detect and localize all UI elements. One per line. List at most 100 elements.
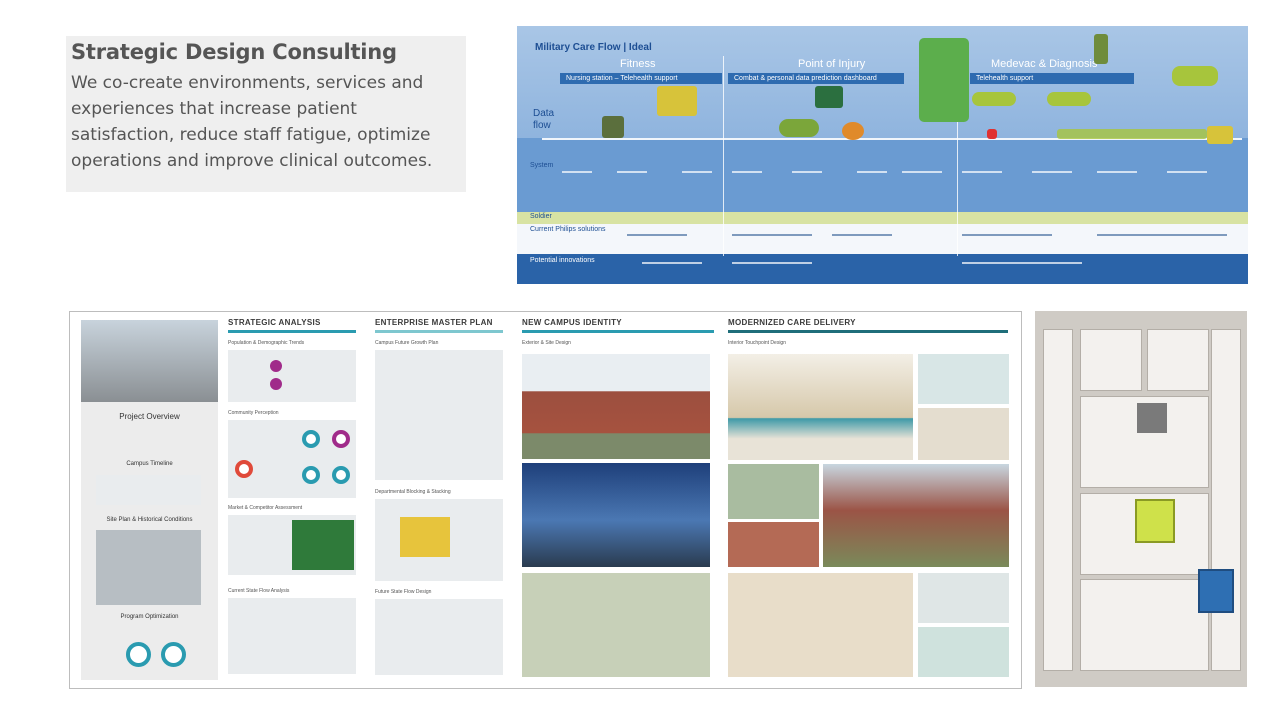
perception-ring-chart [302,430,320,448]
courtyard-rendering [728,464,819,519]
pilot-illustration [1094,34,1108,64]
column-rule [728,330,1008,333]
blocking-subheading: Departmental Blocking & Stacking [375,489,451,495]
intro-description: We co-create environments, services and … [71,73,433,171]
perception-ring-chart [302,466,320,484]
interior-subheading: Interior Touchpoint Design [728,340,786,346]
night-rendering [522,463,710,567]
program-ring-chart [126,642,151,667]
flow-arrow [542,138,1242,140]
text-placeholder [832,234,892,236]
new-campus-identity-heading: NEW CAMPUS IDENTITY [522,318,622,327]
medical-cross-icon [987,129,997,139]
data-marker [270,378,282,390]
floor-plan-room [1147,329,1209,391]
modernized-care-delivery-heading: MODERNIZED CARE DELIVERY [728,318,856,327]
timeline-graphic [96,475,201,505]
column-rule [522,330,714,333]
project-overview-heading: Project Overview [119,412,180,421]
phase-divider [957,56,958,256]
text-placeholder [1097,234,1227,236]
text-placeholder [792,171,822,173]
exterior-walkway-rendering [728,522,819,567]
label-system: System [530,162,554,169]
label-potential-innovations: Potential innovations [530,257,595,264]
medevac-convoy-illustration [1057,129,1207,139]
phase-point-of-injury: Point of Injury [798,58,866,70]
highlighted-room [1198,569,1234,613]
text-placeholder [1167,171,1207,173]
flow-subheading: Current State Flow Analysis [228,588,290,594]
strategic-analysis-heading: STRATEGIC ANALYSIS [228,318,321,327]
text-placeholder [562,171,592,173]
potential-innovations-band [517,254,1248,284]
care-flow-diagram: Military Care Flow | Ideal Fitness Point… [517,26,1248,284]
growth-subheading: Campus Future Growth Plan [375,340,439,346]
text-placeholder [962,262,1082,264]
patient-room-rendering [728,573,913,677]
bar-telehealth: Telehealth support [970,73,1134,84]
text-placeholder [627,234,687,236]
enterprise-master-plan-heading: ENTERPRISE MASTER PLAN [375,318,493,327]
data-marker [270,360,282,372]
program-optimization-heading: Program Optimization [120,614,179,620]
floor-plan-room [1043,329,1073,671]
text-placeholder [1097,171,1137,173]
column-rule [228,330,356,333]
floor-plan-image [1035,311,1247,687]
phase-fitness: Fitness [620,58,656,70]
flow-analysis-diagram [228,598,356,674]
explosion-illustration [842,122,864,140]
project-poster: Project Overview Campus Timeline Site Pl… [69,311,1022,689]
phase-divider [723,56,724,256]
system-band [517,138,1248,212]
floor-plan-room [1080,579,1209,671]
streetscape-rendering [823,464,1009,567]
facility-illustration [657,86,697,116]
text-placeholder [902,171,942,173]
project-overview-column: Project Overview Campus Timeline Site Pl… [81,320,218,680]
text-placeholder [617,171,647,173]
demographics-chart [228,350,356,402]
perception-ring-chart [332,430,350,448]
text-placeholder [1032,171,1072,173]
text-placeholder [857,171,887,173]
perception-ring-chart [235,460,253,478]
growth-plan-diagrams [375,350,503,480]
soldier-illustration [602,116,624,138]
site-plan-map [96,530,201,605]
text-placeholder [962,171,1002,173]
dashboard-illustration [815,86,843,108]
floor-plan-room [1211,329,1241,671]
label-data-flow: Data flow [533,108,555,131]
text-placeholder [642,262,702,264]
site-design-plan [522,573,710,677]
equipment-block [1137,403,1167,433]
interior-rendering [918,573,1009,623]
bar-combat-dashboard: Combat & personal data prediction dashbo… [728,73,904,84]
building-photo [81,320,218,402]
hospital-illustration [1207,126,1233,144]
text-placeholder [732,234,812,236]
blocking-block [400,517,450,557]
bar-nursing-station: Nursing station – Telehealth support [560,73,722,84]
care-flow-title: Military Care Flow | Ideal [535,42,652,53]
text-placeholder [732,171,762,173]
interior-rendering [918,408,1009,460]
soldiers-illustration [779,119,819,137]
phase-medevac: Medevac & Diagnosis [991,58,1098,70]
current-solutions-band [517,224,1248,254]
helicopter-illustration [1047,92,1091,106]
text-placeholder [732,262,812,264]
label-soldier: Soldier [530,213,552,220]
future-flow-diagram [375,599,503,675]
alert-bubble [919,38,969,122]
aircraft-illustration [1172,66,1218,86]
label-current-solutions: Current Philips solutions [530,226,606,233]
population-subheading: Population & Demographic Trends [228,340,305,346]
text-placeholder [962,234,1052,236]
market-subheading: Market & Competitor Assessment [228,505,303,511]
soldier-band [517,212,1248,224]
nurse-station-rendering [918,627,1009,677]
interior-rendering [918,354,1009,404]
